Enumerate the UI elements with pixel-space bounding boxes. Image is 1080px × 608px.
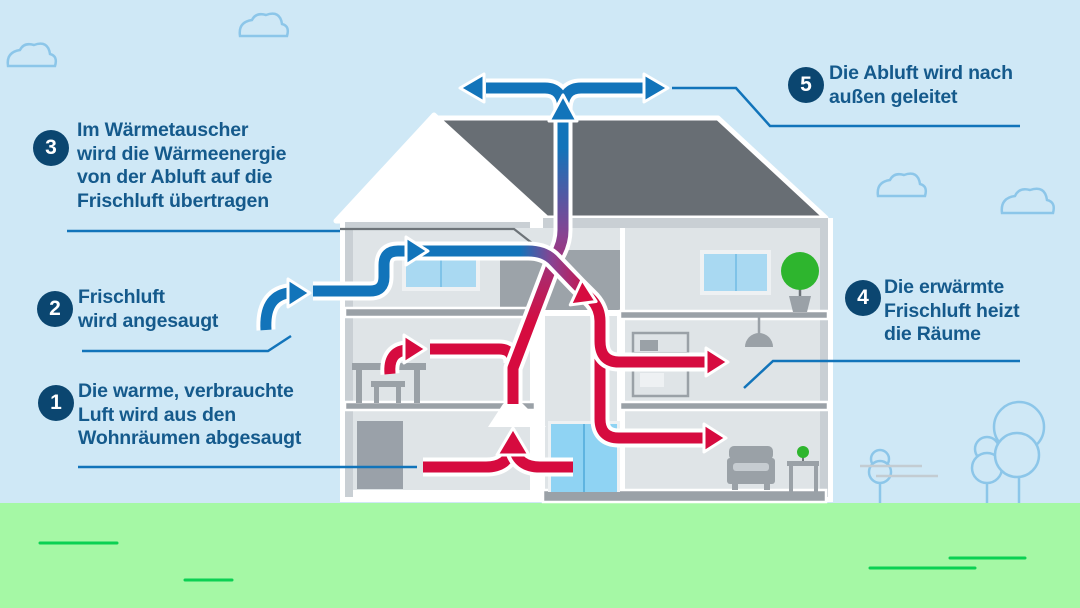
supply-room-arrow-upper <box>704 346 730 378</box>
exhaust-up-roof-arrow <box>547 93 579 123</box>
step-5-text: Die Abluft wird nach außen geleitet <box>829 62 1013 108</box>
armchair-icon <box>727 446 775 490</box>
window-icon <box>700 250 771 295</box>
fresh-air-flow-arrow <box>404 235 430 267</box>
roof-exhaust-split <box>458 72 670 123</box>
fresh-air-intake-arrow <box>256 277 312 331</box>
callout-lines <box>67 86 1020 469</box>
trees <box>860 400 1046 505</box>
step-2-badge: 2 <box>37 291 73 327</box>
callout-line-step2 <box>82 334 292 353</box>
exhaust-collector <box>423 426 573 477</box>
extraction-hood <box>488 404 546 427</box>
airflow-pipes <box>256 72 730 477</box>
cloud-icon <box>1000 187 1055 215</box>
clouds <box>6 12 1055 215</box>
cloud-icon <box>6 42 58 68</box>
fresh-air-supply <box>313 235 730 454</box>
step-5-badge: 5 <box>788 67 824 103</box>
cloud-icon <box>876 172 928 198</box>
grass <box>0 503 1080 608</box>
exhaust-up-arrow <box>495 426 531 457</box>
room-air-arrow <box>380 333 428 375</box>
pendant-lamp-icon <box>745 316 773 347</box>
tree-icon <box>992 400 1046 504</box>
house-base <box>541 488 828 504</box>
warmed-air-arrow <box>568 277 598 307</box>
step-3-badge: 3 <box>33 130 69 166</box>
step-1-text: Die warme, verbrauchte Luft wird aus den… <box>78 380 302 449</box>
room-ground-right <box>625 410 820 490</box>
exhaust-out-left-arrow <box>458 72 486 104</box>
tree-icon <box>867 448 893 505</box>
step-4-badge: 4 <box>845 280 881 316</box>
callout-line-step3-inner <box>340 227 538 248</box>
potted-plant-icon <box>781 252 819 312</box>
callout-line-step5 <box>672 86 1020 128</box>
step-2-text: Frischluft wird angesaugt <box>78 286 219 332</box>
callout-line-step4 <box>743 359 1020 389</box>
side-table-plant-icon <box>787 446 819 493</box>
exhaust-out-right-arrow <box>642 72 670 104</box>
step-4-text: Die erwärmte Frischluft heizt die Räume <box>884 276 1020 345</box>
step-3-text: Im Wärmetauscher wird die Wärmeenergie v… <box>77 119 287 212</box>
cloud-icon <box>238 12 290 38</box>
step-1-badge: 1 <box>38 385 74 421</box>
supply-room-arrow-lower <box>702 422 728 454</box>
door-icon <box>357 421 403 489</box>
